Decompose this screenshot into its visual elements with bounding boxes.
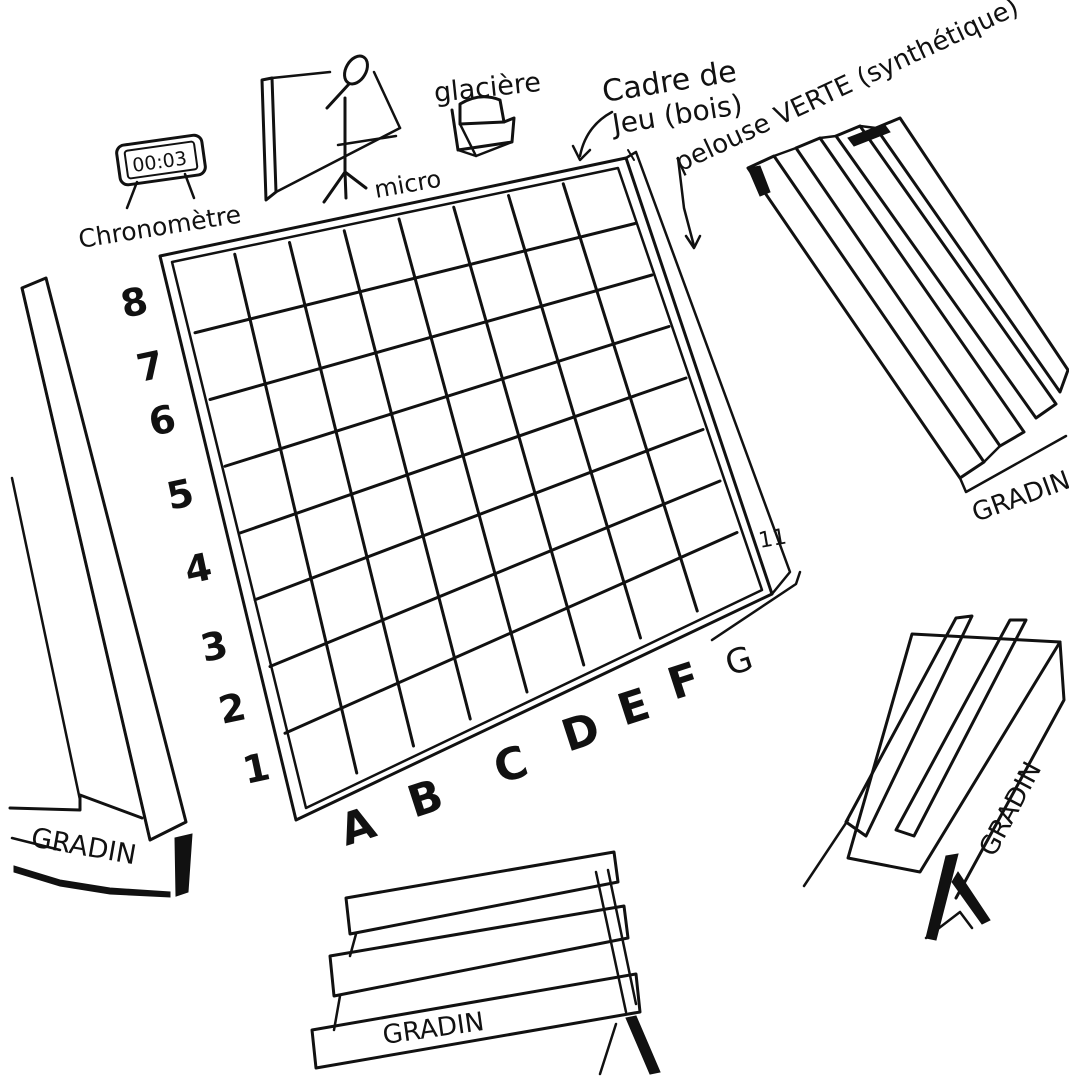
board-frame-outer xyxy=(160,158,772,820)
gradin-bottom xyxy=(312,852,660,1074)
row-label: 4 xyxy=(181,544,216,593)
gradin-left: GRADIN xyxy=(10,278,192,897)
cooler-icon xyxy=(452,97,514,156)
column-label: A xyxy=(334,797,382,856)
chronometer-icon: 00:03 xyxy=(116,134,207,208)
gradin-right-bottom-label: GRADIN xyxy=(974,757,1048,861)
chronometer-label: Chronomètre xyxy=(76,200,243,254)
board-column-line xyxy=(509,196,641,639)
row-label: 3 xyxy=(197,622,232,671)
cooler-label: glacière xyxy=(432,67,542,109)
gradin-right-top xyxy=(748,118,1068,492)
column-label: E xyxy=(612,679,656,737)
board-column-line xyxy=(454,207,584,665)
row-label: 6 xyxy=(145,396,180,445)
frame-arrow xyxy=(580,112,612,156)
board-row-line xyxy=(240,378,686,533)
row-label: 2 xyxy=(215,684,250,733)
column-label: D xyxy=(556,703,607,763)
gradin-left-label: GRADIN xyxy=(29,822,139,871)
gradin-bottom-label: GRADIN xyxy=(381,1007,486,1051)
column-label: G xyxy=(720,638,757,684)
board-column-line xyxy=(563,184,697,611)
gap-mark: 11 xyxy=(757,524,789,553)
row-label: 8 xyxy=(117,278,152,327)
row-label: 5 xyxy=(163,470,198,519)
column-label: F xyxy=(662,653,706,711)
gradin-right-top-label: GRADIN xyxy=(968,465,1069,528)
column-label: C xyxy=(488,736,534,794)
row-label: 7 xyxy=(133,342,168,391)
row-label: 1 xyxy=(239,744,274,793)
column-label: B xyxy=(402,770,450,829)
